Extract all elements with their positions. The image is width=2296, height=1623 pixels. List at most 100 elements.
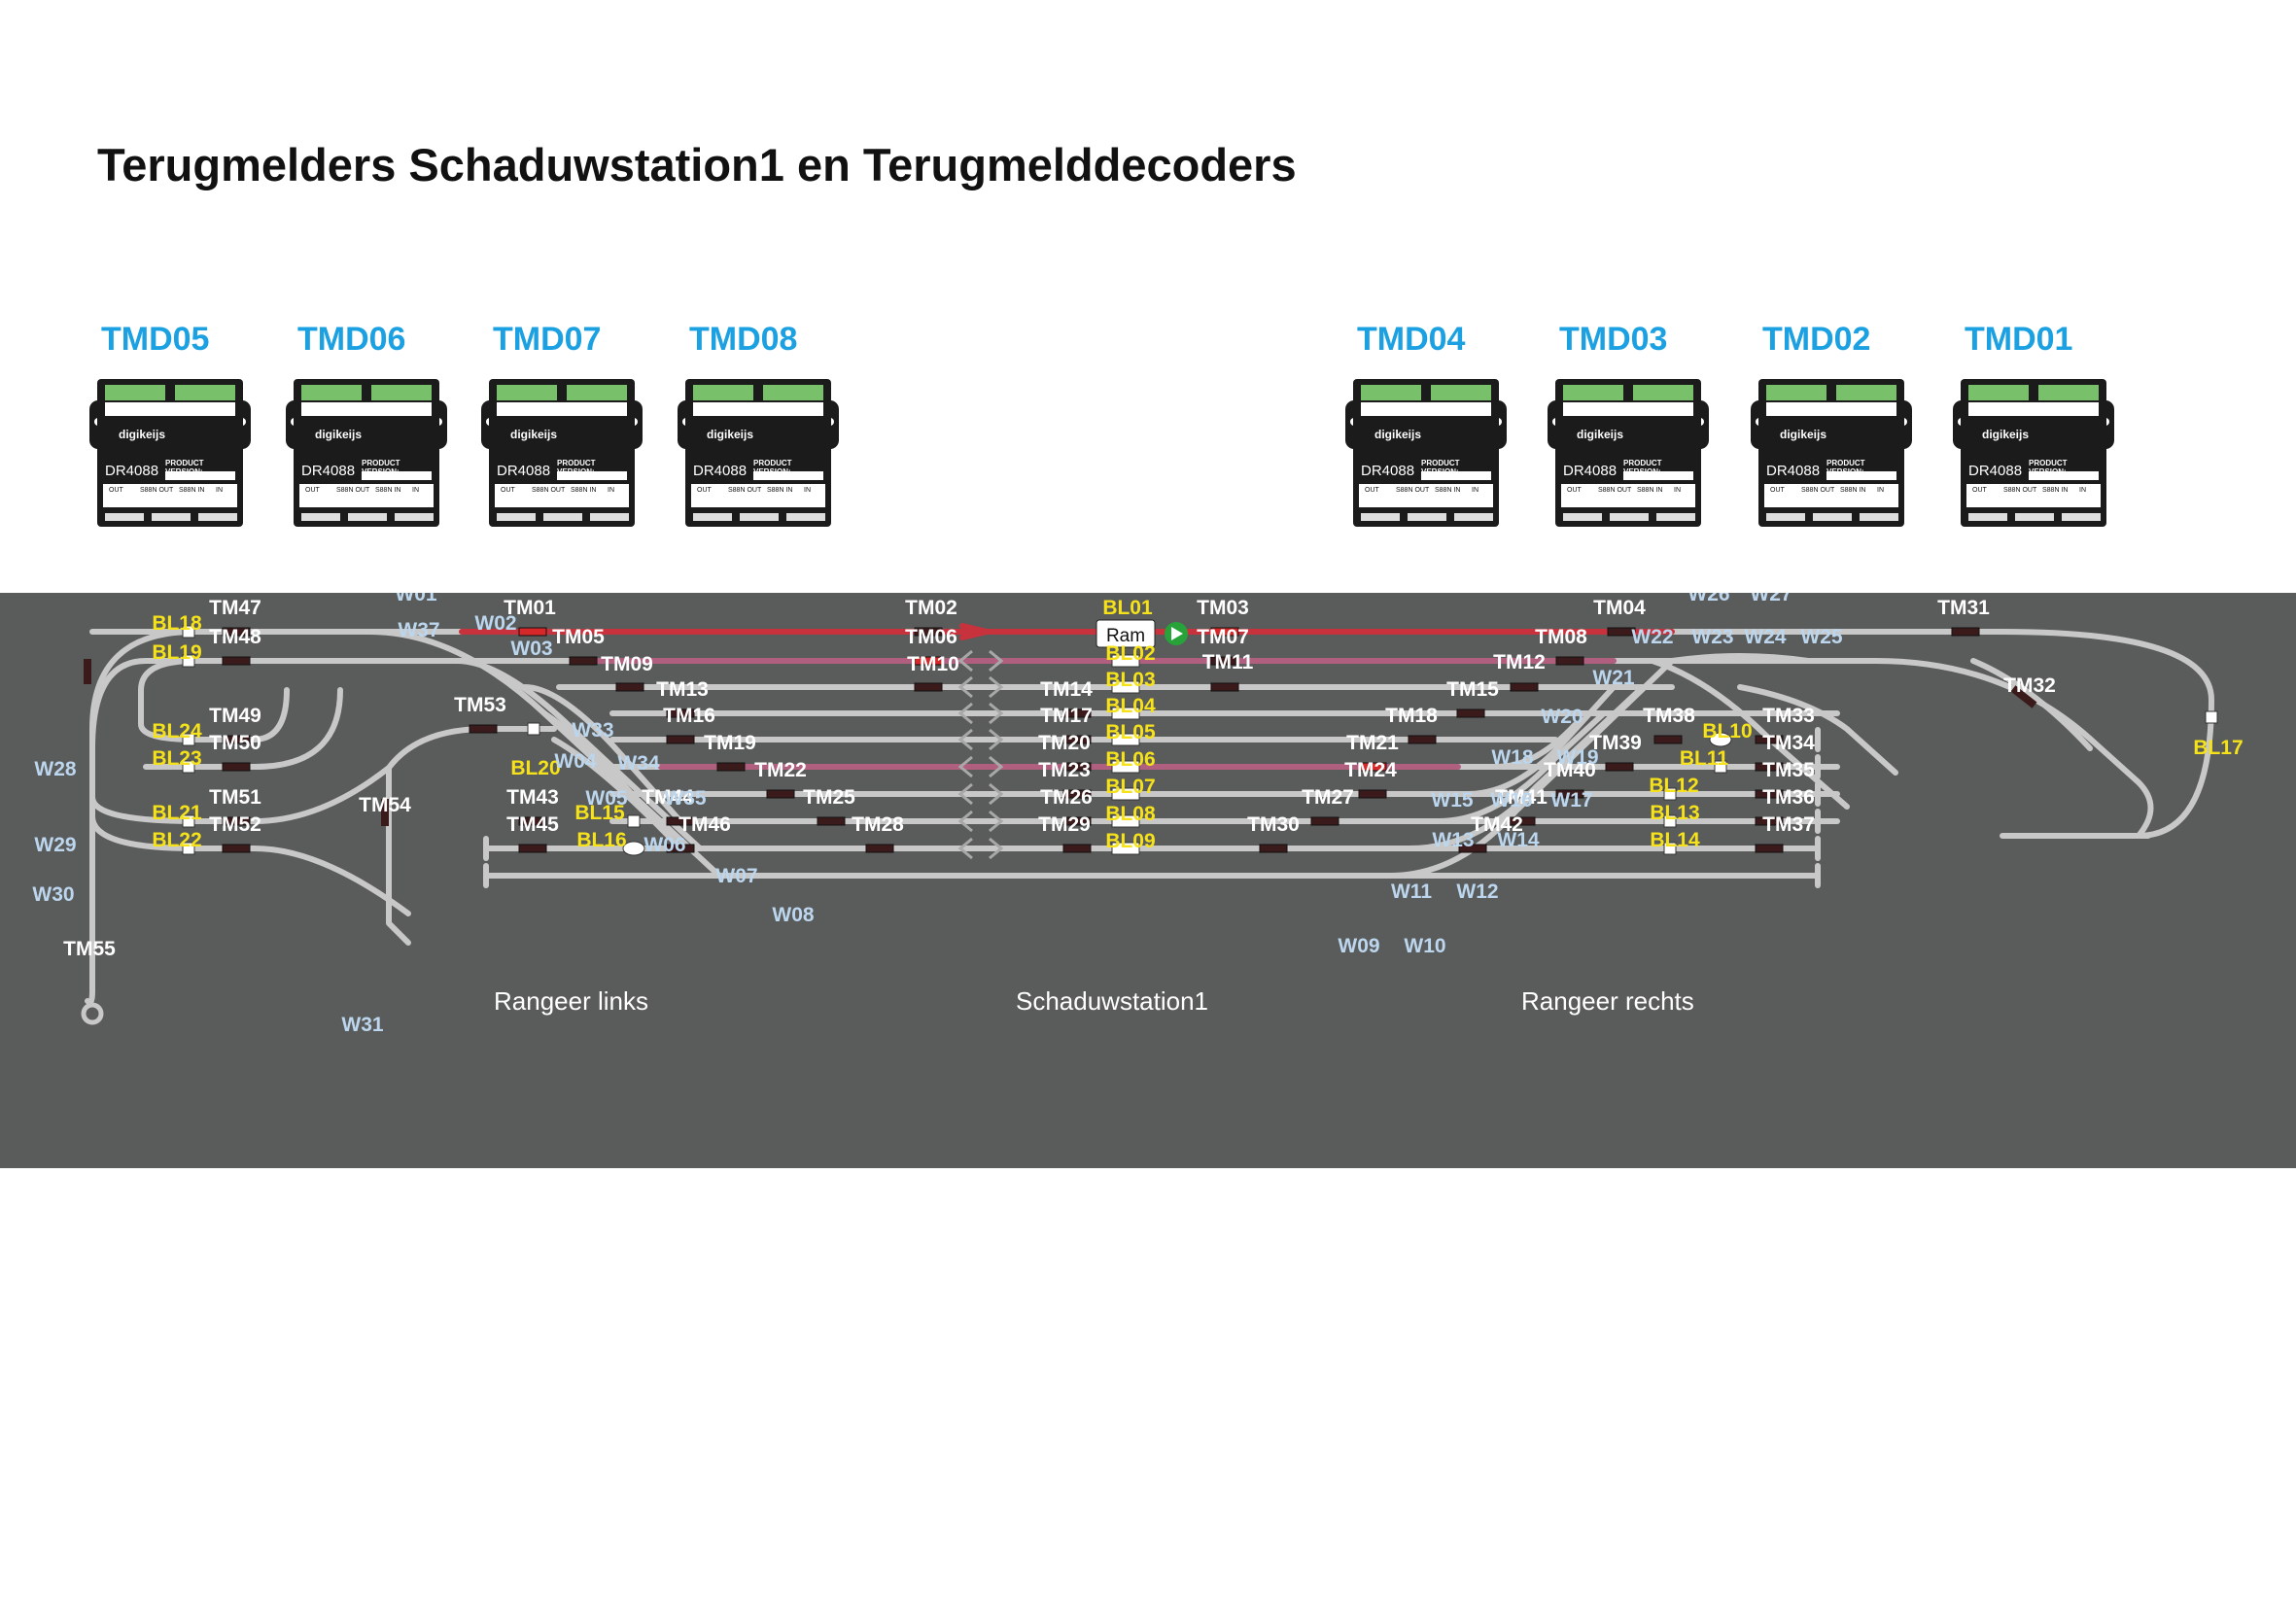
block-label: BL17 [2193, 737, 2243, 759]
sensor-label: TM35 [1762, 759, 1815, 781]
turnout-label: W17 [1550, 789, 1592, 812]
buffer-end [81, 1002, 104, 1025]
sensor-label: TM52 [209, 813, 261, 836]
decoder-model: DR4088 [1361, 463, 1415, 479]
decoder-brand: digikeijs [315, 428, 363, 441]
turnout-label: W28 [34, 758, 77, 780]
port-label: S88N OUT [140, 487, 174, 494]
crossover-chevron [957, 755, 1004, 778]
pin-header [786, 513, 825, 521]
track-segment [89, 813, 197, 851]
track-segment [85, 930, 95, 1006]
sensor-label: TM32 [2003, 674, 2056, 697]
sensor-tm04 [1607, 627, 1636, 637]
block-bl12 [1663, 787, 1677, 801]
sensor-label: TM25 [803, 786, 855, 809]
decoder-model: DR4088 [497, 463, 551, 479]
sensor-label: TM04 [1593, 597, 1646, 619]
terminal-block [763, 385, 823, 400]
block-label: BL07 [1105, 776, 1155, 798]
sensor-label: TM29 [1038, 813, 1091, 836]
decoder-version-box [557, 471, 627, 480]
sensor-label: TM41 [1495, 786, 1548, 809]
sensor-label: TM19 [704, 732, 756, 754]
sensor-label: TM01 [504, 597, 556, 619]
sensor-label: TM53 [454, 694, 506, 716]
decoder-version-box [2029, 471, 2099, 480]
port-label: OUT [1972, 487, 1987, 494]
port-label: S88N IN [571, 487, 597, 494]
track-segment [1591, 629, 2214, 839]
block-bl08 [1111, 814, 1140, 828]
turnout-label: W27 [1750, 593, 1792, 605]
track-segment [138, 658, 258, 742]
sensor-label: TM12 [1493, 651, 1546, 673]
track-segment [1436, 710, 1607, 824]
sensor-tm22 [766, 789, 795, 799]
sensor-tm19 [716, 762, 746, 772]
route-lines [459, 623, 1675, 770]
turnout-label: W14 [1497, 829, 1540, 851]
crossover-chevron [957, 649, 1004, 673]
terminal-strip [301, 402, 432, 416]
turnout-label: W12 [1456, 881, 1498, 903]
terminal-block [1361, 385, 1421, 400]
port-label: S88N OUT [1801, 487, 1835, 494]
sensor-tm33 [1755, 735, 1784, 744]
turnout-label: W18 [1491, 746, 1534, 769]
decoder-version-box [362, 471, 432, 480]
block-label: BL01 [1102, 597, 1153, 619]
sensor-tm36 [1755, 816, 1784, 826]
sensor-label: TM34 [1762, 732, 1815, 754]
block-bl19 [182, 654, 195, 668]
decoder-brand: digikeijs [510, 428, 558, 441]
sensor-label: TM48 [209, 626, 261, 648]
turnout-label: W30 [32, 883, 74, 906]
block-label: BL22 [152, 829, 201, 851]
section-label-right: Rangeer rechts [1521, 986, 1694, 1016]
track-segment [252, 687, 343, 770]
decoder-model: DR4088 [1563, 463, 1618, 479]
sensor-label: TM06 [905, 626, 957, 648]
block-bl13 [1663, 814, 1677, 828]
decoder-port-panel [103, 484, 237, 507]
decoder-model: DR4088 [1766, 463, 1821, 479]
port-label: S88N IN [375, 487, 401, 494]
block-label: BL11 [1680, 747, 1729, 770]
track-segment [1494, 722, 1578, 770]
decoder-label: TMD02 [1762, 321, 1871, 358]
pin-header [543, 513, 582, 521]
section-label-left: Rangeer links [494, 986, 648, 1016]
sensor-tm45 [518, 844, 547, 853]
port-label: OUT [501, 487, 515, 494]
sensor-label: TM49 [209, 705, 261, 727]
terminal-strip [105, 402, 235, 416]
pin-header [152, 513, 191, 521]
port-label: S88N OUT [2003, 487, 2037, 494]
sensor-label: TM44 [642, 786, 694, 809]
turnout-label: W15 [1431, 789, 1474, 812]
sensor-label: TM20 [1038, 732, 1091, 754]
sensor-label: TM28 [852, 813, 904, 836]
terminal-strip [1766, 402, 1896, 416]
sensor-tm20 [1062, 762, 1092, 772]
decoder-model: DR4088 [693, 463, 748, 479]
sensor-tm13 [666, 708, 695, 718]
sensor-tm43 [518, 816, 547, 826]
pin-header [2062, 513, 2101, 521]
sensor-tm02 [914, 627, 943, 637]
turnout-label: W29 [34, 834, 76, 856]
sensor-tm29 [1062, 844, 1092, 853]
block-label: BL04 [1105, 695, 1156, 717]
terminal-strip [1361, 402, 1491, 416]
port-label: OUT [305, 487, 320, 494]
turnout-label: W19 [1556, 746, 1598, 769]
sensor-tm46 [666, 844, 695, 853]
decoder-port-panel [691, 484, 825, 507]
block-label: BL09 [1105, 830, 1155, 852]
block-label: BL08 [1105, 803, 1156, 825]
page-title: Terugmelders Schaduwstation1 en Terugmel… [97, 139, 1297, 190]
